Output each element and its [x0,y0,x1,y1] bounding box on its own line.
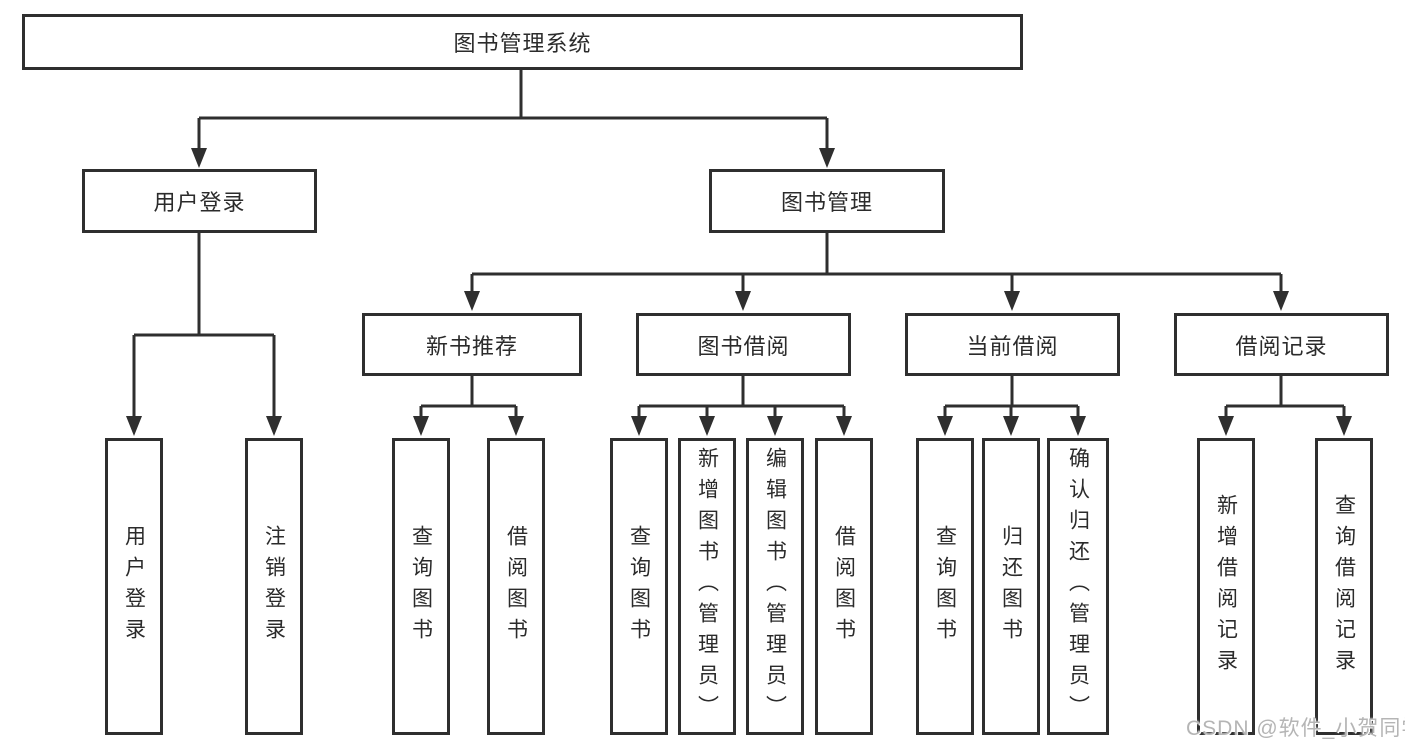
node-new-book-recommend: 新书推荐 [362,313,582,376]
node-borrow-records-label: 借阅记录 [1235,333,1328,359]
node-root: 图书管理系统 [22,14,1023,70]
leaf-query-borrow-record-label: 查询借阅记录 [1332,493,1356,680]
leaf-borrow-query-books-label: 查询图书 [627,524,651,649]
node-current-borrow-label: 当前借阅 [966,333,1059,359]
leaf-add-books-admin-label: 新增图书（管理员） [695,447,719,726]
leaf-logout: 注销登录 [245,438,303,735]
node-user-login-label: 用户登录 [153,190,246,215]
node-root-label: 图书管理系统 [453,31,592,56]
leaf-borrow-books: 借阅图书 [815,438,873,735]
leaf-current-query-books: 查询图书 [916,438,974,735]
node-book-mgmt-label: 图书管理 [780,190,873,215]
node-user-login: 用户登录 [82,169,317,233]
leaf-query-borrow-record: 查询借阅记录 [1315,438,1373,735]
leaf-borrow-query-books: 查询图书 [610,438,668,735]
leaf-confirm-return-admin-label: 确认归还（管理员） [1066,447,1090,726]
node-new-book-recommend-label: 新书推荐 [425,333,518,359]
node-borrow-records: 借阅记录 [1174,313,1389,376]
leaf-return-books: 归还图书 [982,438,1040,735]
node-book-borrow: 图书借阅 [636,313,851,376]
leaf-user-login-label: 用户登录 [122,524,146,649]
arrowheads [126,148,1352,436]
leaf-return-books-label: 归还图书 [999,524,1023,649]
leaf-recommend-borrow-books-label: 借阅图书 [504,524,528,649]
leaf-recommend-query-books: 查询图书 [392,438,450,735]
leaf-user-login: 用户登录 [105,438,163,735]
watermark-text: CSDN @软件_小贺同学 [1186,717,1405,740]
leaf-logout-label: 注销登录 [262,524,286,649]
leaf-add-books-admin: 新增图书（管理员） [678,438,736,735]
leaf-borrow-books-label: 借阅图书 [832,524,856,649]
leaf-add-borrow-record-label: 新增借阅记录 [1214,493,1238,680]
node-book-borrow-label: 图书借阅 [697,333,790,359]
leaf-confirm-return-admin: 确认归还（管理员） [1047,438,1109,735]
leaf-edit-books-admin-label: 编辑图书（管理员） [763,447,787,726]
leaf-recommend-borrow-books: 借阅图书 [487,438,545,735]
leaf-edit-books-admin: 编辑图书（管理员） [746,438,804,735]
leaf-add-borrow-record: 新增借阅记录 [1197,438,1255,735]
leaf-current-query-books-label: 查询图书 [933,524,957,649]
node-book-mgmt: 图书管理 [709,169,945,233]
leaf-recommend-query-books-label: 查询图书 [409,524,433,649]
node-current-borrow: 当前借阅 [905,313,1120,376]
